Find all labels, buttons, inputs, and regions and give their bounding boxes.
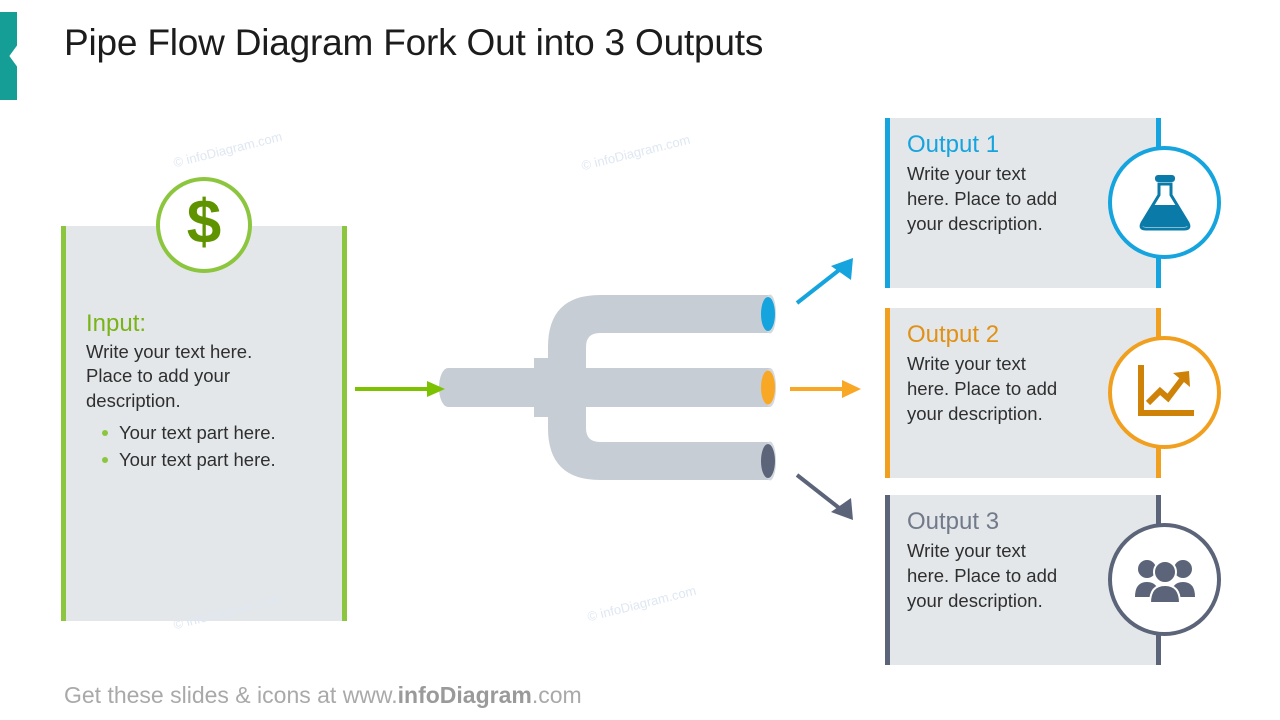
output-2-heading: Output 2 bbox=[907, 321, 1000, 348]
output-3-icon-badge bbox=[1108, 523, 1221, 636]
input-body-line: description. bbox=[86, 390, 181, 412]
pipe-body bbox=[439, 295, 770, 480]
growth-chart-icon bbox=[1137, 364, 1194, 416]
pipe-cap-1 bbox=[761, 297, 775, 331]
input-body-line: Write your text here. bbox=[86, 340, 253, 362]
output-1-content: Output 1 Write your text here. Place to … bbox=[907, 131, 1085, 237]
page-title: Pipe Flow Diagram Fork Out into 3 Output… bbox=[64, 22, 764, 63]
output-body-line: here. Place to add bbox=[907, 377, 1058, 399]
output-1-left-edge bbox=[885, 118, 890, 288]
footer-suffix: .com bbox=[531, 682, 582, 708]
input-panel-right-edge bbox=[342, 226, 347, 621]
input-heading: Input: bbox=[86, 310, 147, 337]
output-1-heading: Output 1 bbox=[907, 131, 1000, 158]
output-body-line: your description. bbox=[907, 212, 1043, 234]
watermark: © infoDiagram.com bbox=[171, 128, 284, 171]
dollar-icon-badge: $ bbox=[156, 177, 252, 273]
watermark: © infoDiagram.com bbox=[579, 131, 692, 174]
input-panel-left-edge bbox=[61, 226, 66, 621]
output-body-line: Write your text bbox=[907, 352, 1026, 374]
output-3-heading: Output 3 bbox=[907, 508, 1000, 535]
output-panel-2: Output 2 Write your text here. Place to … bbox=[885, 308, 1221, 478]
flask-icon bbox=[1139, 174, 1190, 230]
pipe-cap-2 bbox=[761, 370, 775, 405]
output-panel-1: Output 1 Write your text here. Place to … bbox=[885, 118, 1221, 288]
output-1-body: Write your text here. Place to add your … bbox=[907, 162, 1085, 237]
output-body-line: here. Place to add bbox=[907, 564, 1058, 586]
output-1-arrow bbox=[795, 258, 853, 305]
output-1-icon-badge bbox=[1108, 146, 1221, 259]
list-item: Your text part here. bbox=[86, 419, 335, 446]
output-2-arrow bbox=[790, 380, 861, 398]
output-2-left-edge bbox=[885, 308, 890, 478]
output-3-content: Output 3 Write your text here. Place to … bbox=[907, 508, 1085, 614]
output-3-arrow bbox=[795, 473, 853, 520]
footer-prefix: Get these slides & icons at www. bbox=[64, 682, 398, 708]
output-3-body: Write your text here. Place to add your … bbox=[907, 539, 1085, 614]
output-2-body: Write your text here. Place to add your … bbox=[907, 352, 1085, 427]
input-bullet-list: Your text part here. Your text part here… bbox=[86, 419, 335, 474]
output-panel-3: Output 3 Write your text here. Place to … bbox=[885, 495, 1221, 665]
output-2-content: Output 2 Write your text here. Place to … bbox=[907, 321, 1085, 427]
output-body-line: your description. bbox=[907, 589, 1043, 611]
input-arrow bbox=[355, 381, 445, 397]
output-body-line: your description. bbox=[907, 402, 1043, 424]
title-accent-bar bbox=[0, 12, 17, 100]
people-group-icon bbox=[1134, 559, 1195, 604]
footer-credit: Get these slides & icons at www.infoDiag… bbox=[64, 682, 582, 709]
list-item: Your text part here. bbox=[86, 446, 335, 473]
watermark: © infoDiagram.com bbox=[585, 582, 698, 625]
output-body-line: here. Place to add bbox=[907, 187, 1058, 209]
dollar-icon: $ bbox=[186, 188, 222, 257]
pipe-end-caps bbox=[761, 294, 776, 481]
input-panel-background bbox=[63, 226, 345, 621]
input-body-line: Place to add your bbox=[86, 365, 230, 387]
output-body-line: Write your text bbox=[907, 539, 1026, 561]
input-panel-content: Input: Write your text here. Place to ad… bbox=[86, 310, 335, 473]
input-panel: Input: Write your text here. Place to ad… bbox=[61, 226, 347, 621]
output-3-left-edge bbox=[885, 495, 890, 665]
footer-brand: infoDiagram bbox=[397, 682, 532, 708]
pipe-fork-graphic bbox=[439, 294, 776, 481]
output-body-line: Write your text bbox=[907, 162, 1026, 184]
output-2-icon-badge bbox=[1108, 336, 1221, 449]
pipe-cap-3 bbox=[761, 444, 775, 478]
